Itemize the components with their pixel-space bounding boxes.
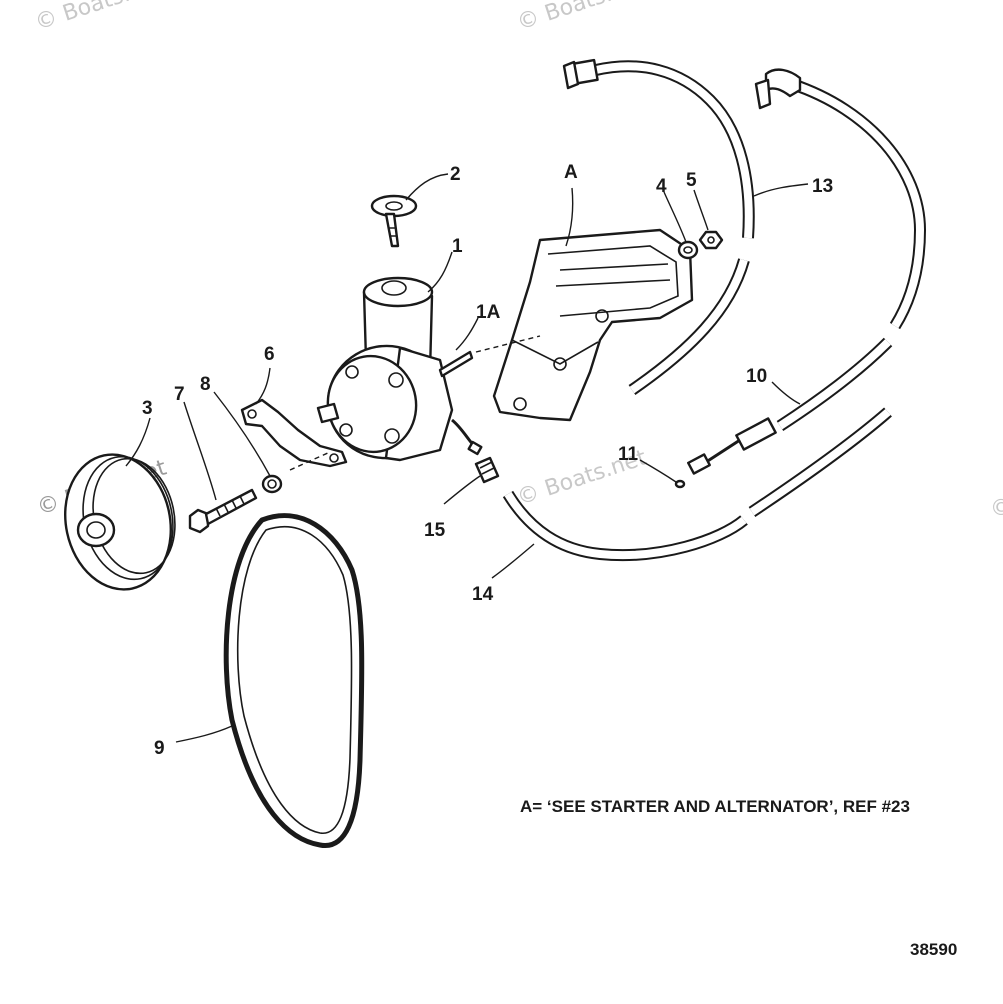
callout-6: 6 [264, 344, 275, 365]
figure-number: 38590 [910, 940, 958, 959]
leader-11 [639, 459, 677, 483]
leader-4 [663, 191, 687, 243]
callout-1a: 1A [476, 302, 501, 323]
leader-2 [405, 173, 449, 201]
callout-8: 8 [200, 374, 211, 395]
callout-15: 15 [424, 520, 446, 541]
nut-part-8 [261, 474, 283, 494]
reference-note: A= ‘SEE STARTER AND ALTERNATOR’, REF #23 [520, 797, 910, 816]
callout-labels: 2 1 1A 6 8 7 3 A 4 5 13 10 11 15 14 9 [142, 162, 833, 759]
callout-1: 1 [452, 236, 463, 257]
leader-13 [753, 183, 809, 197]
mounting-bracket-part-a [492, 228, 694, 422]
bracket-part-6 [240, 398, 348, 468]
callout-5: 5 [686, 170, 697, 191]
return-hose-line [754, 68, 927, 330]
bolt-part-7 [188, 488, 258, 534]
watermark-top-center: © Boats.net [514, 0, 650, 36]
hose-part-10 [687, 337, 893, 475]
callout-7: 7 [174, 384, 185, 405]
drive-belt-part-9 [223, 513, 365, 848]
leader-9 [175, 725, 233, 743]
nut-part-4 [677, 240, 699, 260]
watermark-top-left: © Boats.net [32, 0, 168, 36]
callout-9: 9 [154, 738, 165, 759]
o-ring-part-11 [674, 479, 686, 489]
callout-4: 4 [656, 176, 667, 197]
callout-14: 14 [472, 584, 494, 605]
leader-1a [455, 317, 479, 351]
leader-a [565, 187, 574, 247]
leader-8 [213, 391, 271, 477]
callout-10: 10 [746, 366, 767, 387]
pump-part-1 [316, 276, 483, 462]
callout-2: 2 [450, 164, 461, 185]
leader-6 [255, 367, 271, 405]
callout-13: 13 [812, 176, 833, 197]
pulley-part-3 [64, 453, 176, 591]
leader-15 [443, 475, 481, 505]
leader-10 [771, 381, 801, 405]
cap-part-2 [370, 194, 418, 248]
leader-7 [183, 401, 217, 501]
fitting-part-15 [474, 456, 500, 484]
watermark-right-edge: © [990, 496, 1003, 521]
nut-part-5 [698, 230, 724, 250]
leader-14 [491, 543, 535, 579]
leader-3 [125, 417, 151, 467]
leader-lines [125, 173, 809, 743]
leader-1 [427, 251, 453, 293]
leader-5 [693, 189, 709, 231]
callout-a: A [564, 162, 578, 183]
hose-part-13 [562, 58, 755, 395]
hose-part-14 [502, 407, 892, 562]
callout-3: 3 [142, 398, 153, 419]
callout-11: 11 [618, 444, 639, 465]
